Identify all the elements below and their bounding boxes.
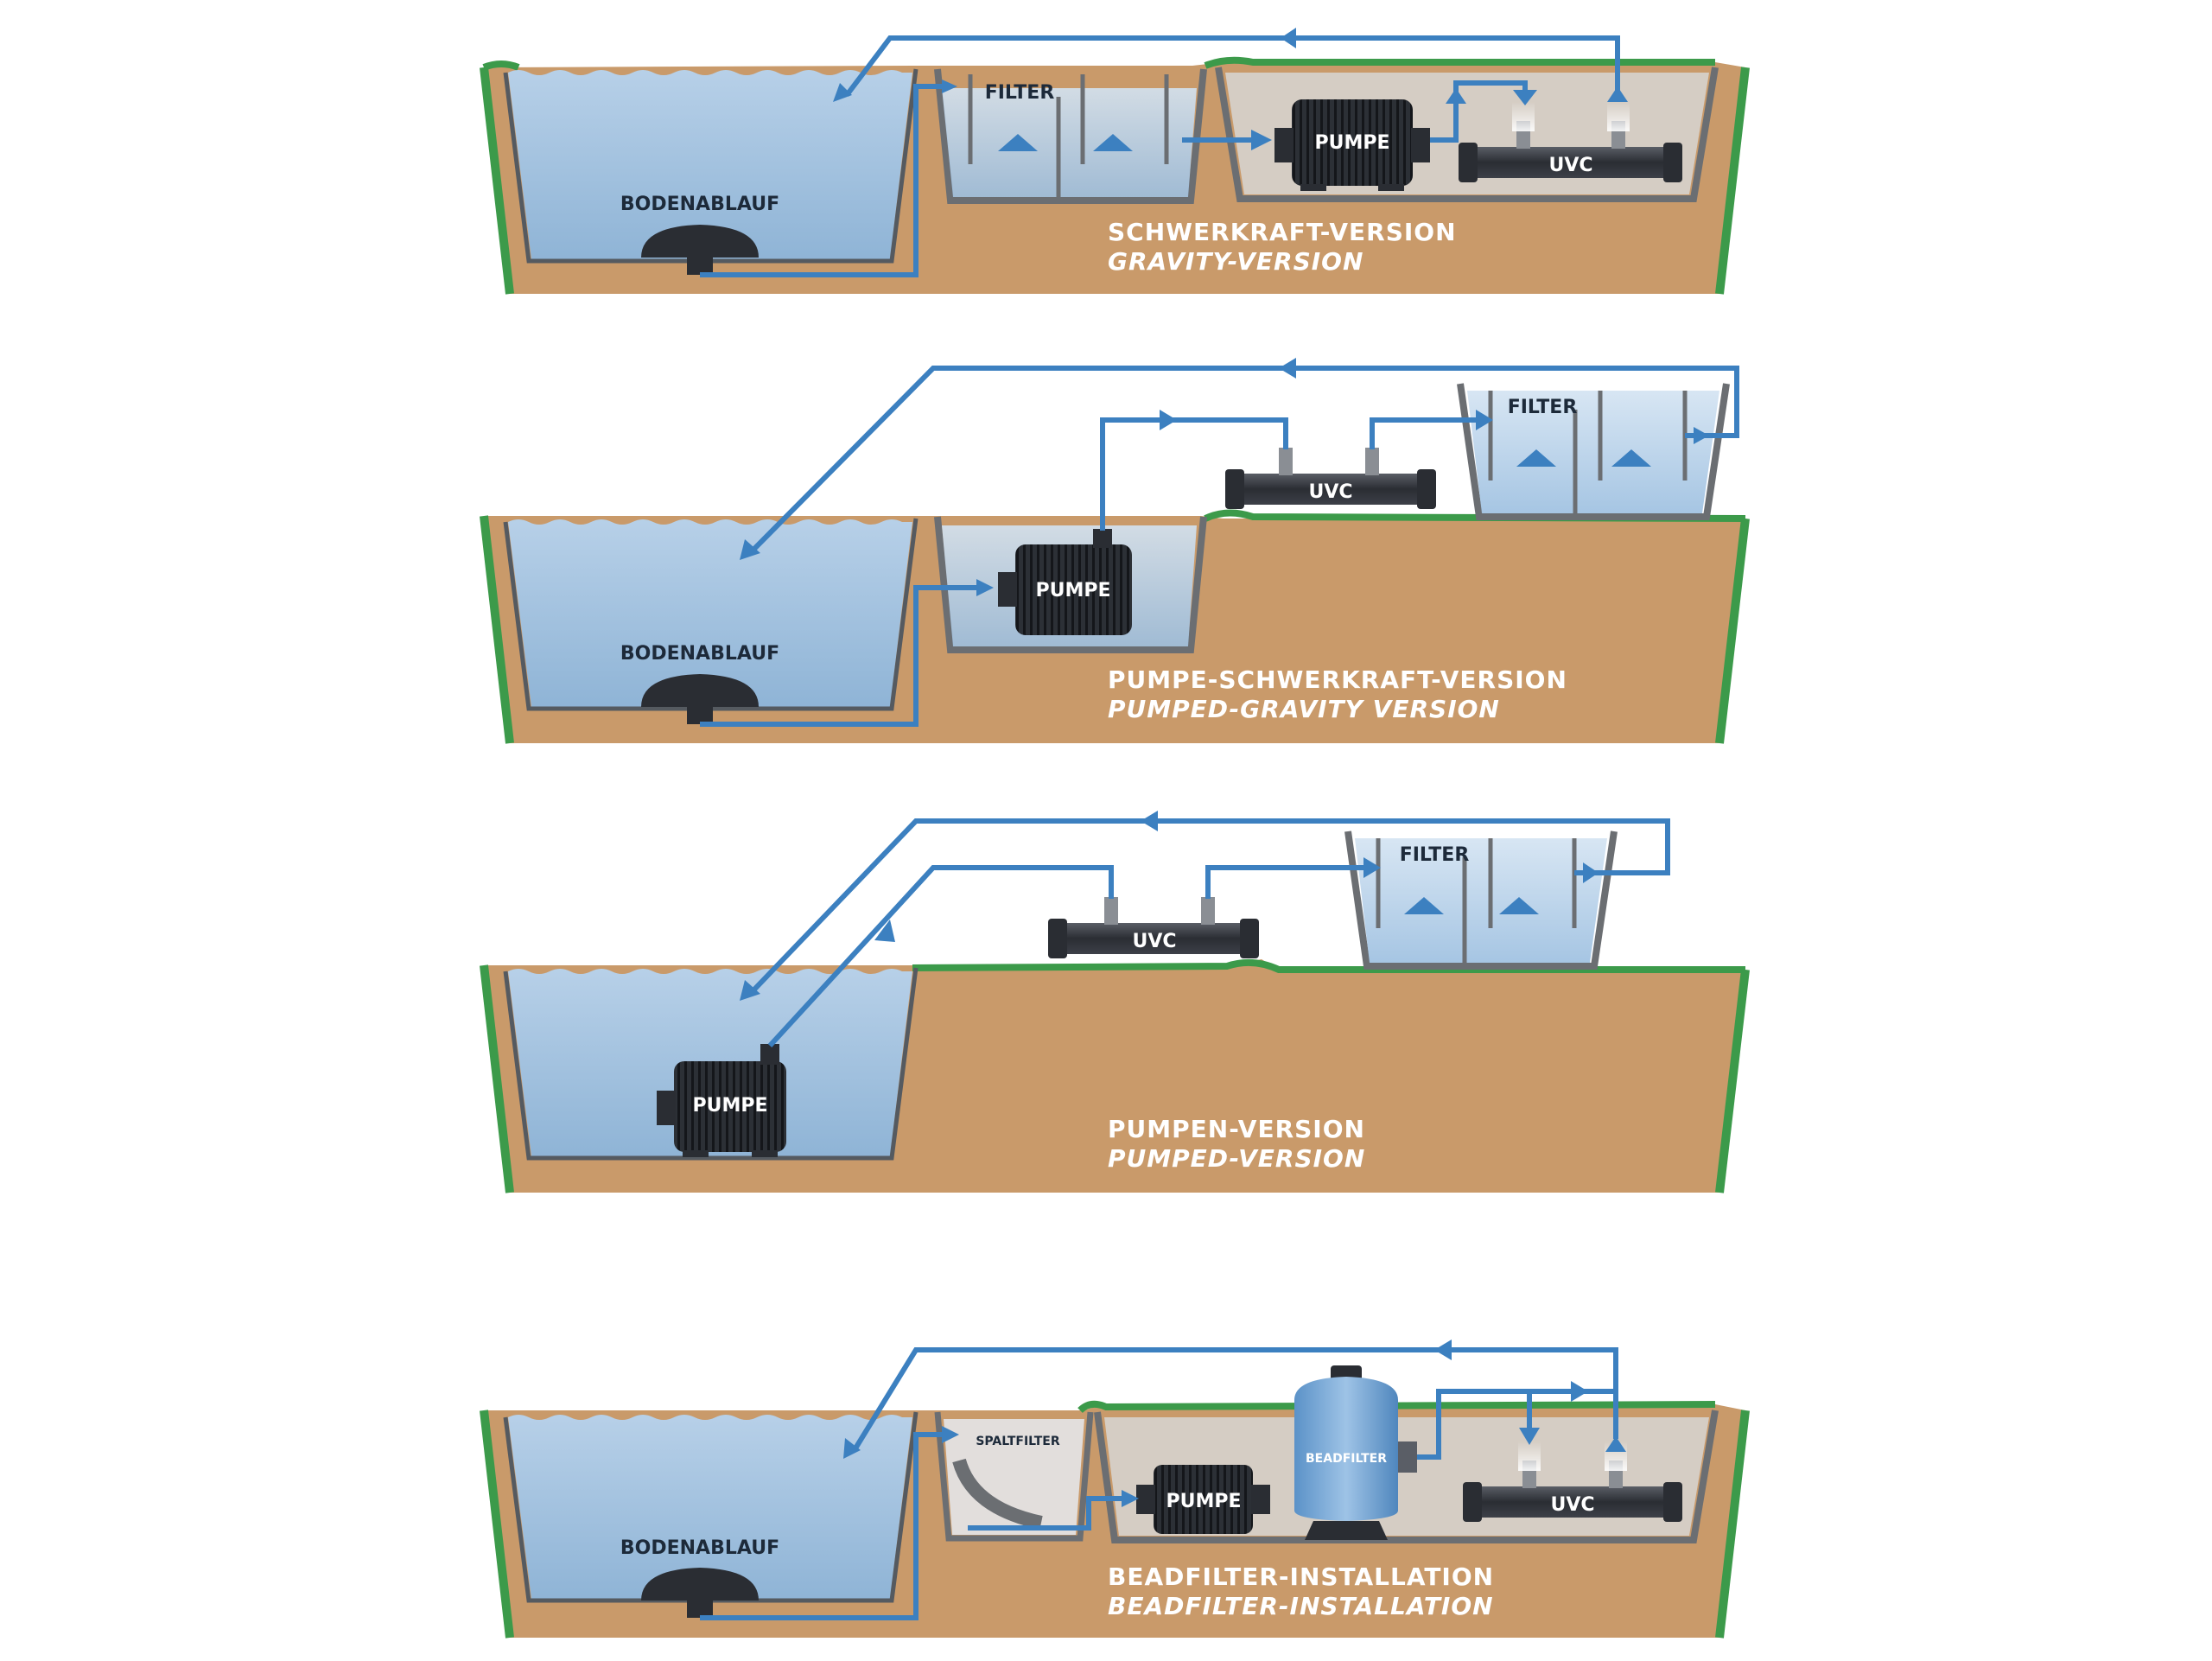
grass-edge [1715,67,1750,295]
pond-liner [503,967,918,1161]
uvc-label: UVC [1308,481,1352,503]
pump-label: PUMPE [692,1095,767,1117]
bottom-drain [641,225,759,258]
panel-pumped-version: PUMPE UVC FILTER [480,811,1750,1193]
uvc-label: UVC [1548,155,1592,176]
beadfilter-label: BEADFILTER [1306,1452,1387,1466]
uvc-label: UVC [1132,931,1176,952]
pump: PUMPE [1136,1465,1270,1534]
bottom-drain [641,1568,759,1601]
filter-label: FILTER [1508,397,1578,418]
grass-edge [1715,518,1750,744]
pump: PUMPE [1274,99,1430,191]
drain-label: BODENABLAUF [620,1537,779,1559]
water-flow-pipes [700,358,1739,727]
caption-english: PUMPED-GRAVITY VERSION [1108,695,1500,723]
caption-german: SCHWERKRAFT-VERSION [1108,218,1457,246]
filter-label: FILTER [1400,844,1470,866]
filter-tank [934,68,1207,204]
filter-tank: FILTER [1457,383,1730,520]
water-flow-pipes [740,811,1670,1048]
pond-water [508,519,912,707]
grass-top [1204,509,1746,522]
pond-water [508,70,912,259]
water-flow-pipes [700,1340,1626,1620]
bottom-drain [641,674,759,707]
grass-edge [480,515,514,744]
caption-german: PUMPEN-VERSION [1108,1115,1365,1143]
drain-label: BODENABLAUF [620,194,779,215]
caption-english: BEADFILTER-INSTALLATION [1108,1592,1494,1620]
uvc-clarifier: UVC [1048,897,1259,958]
grass-edge [480,67,514,295]
caption-english: GRAVITY-VERSION [1108,247,1363,276]
filter-water [942,88,1197,197]
spaltfilter-screen [952,1458,1043,1530]
equipment-tank [1215,67,1719,202]
filter-tank: FILTER [1344,830,1618,970]
spaltfilter-tank: SPALTFILTER [934,1411,1094,1542]
panel-gravity-version: BODENABLAUF FILTER PUMPE UVC [480,28,1750,295]
pump: PUMPE [998,529,1132,635]
caption-german: PUMPE-SCHWERKRAFT-VERSION [1108,665,1567,694]
pump: PUMPE [657,1044,786,1157]
pump-label: PUMPE [1314,132,1389,154]
panel-pumped-gravity-version: BODENABLAUF PUMPE UVC FILTER [480,358,1750,744]
grass-edge [1715,969,1750,1193]
caption-english: PUMPED-VERSION [1108,1144,1365,1173]
spaltfilter-label: SPALTFILTER [976,1435,1060,1448]
pond-water [508,1415,912,1599]
uvc-label: UVC [1550,1494,1594,1516]
panel-beadfilter-installation: BODENABLAUF SPALTFILTER PUMPE BEADFILTER [480,1340,1750,1639]
uvc-clarifier: UVC [1459,102,1682,182]
filter-label: FILTER [985,82,1055,104]
drain-label: BODENABLAUF [620,643,779,665]
beadfilter: BEADFILTER [1294,1365,1417,1540]
caption-german: BEADFILTER-INSTALLATION [1108,1562,1494,1591]
uvc-clarifier: UVC [1225,448,1436,509]
water-flow-pipes [700,28,1628,277]
equipment-tank [1094,1410,1719,1543]
grass-edge [480,1410,514,1639]
grass-top [1077,1400,1716,1413]
pump-chamber [934,516,1207,653]
pump-label: PUMPE [1166,1491,1241,1512]
pump-label: PUMPE [1035,580,1110,601]
grass-edge [480,964,514,1193]
grass-top [482,56,1715,71]
grass-top [912,958,1745,973]
drain-outlet [687,258,713,275]
grass-edge [1715,1410,1750,1639]
